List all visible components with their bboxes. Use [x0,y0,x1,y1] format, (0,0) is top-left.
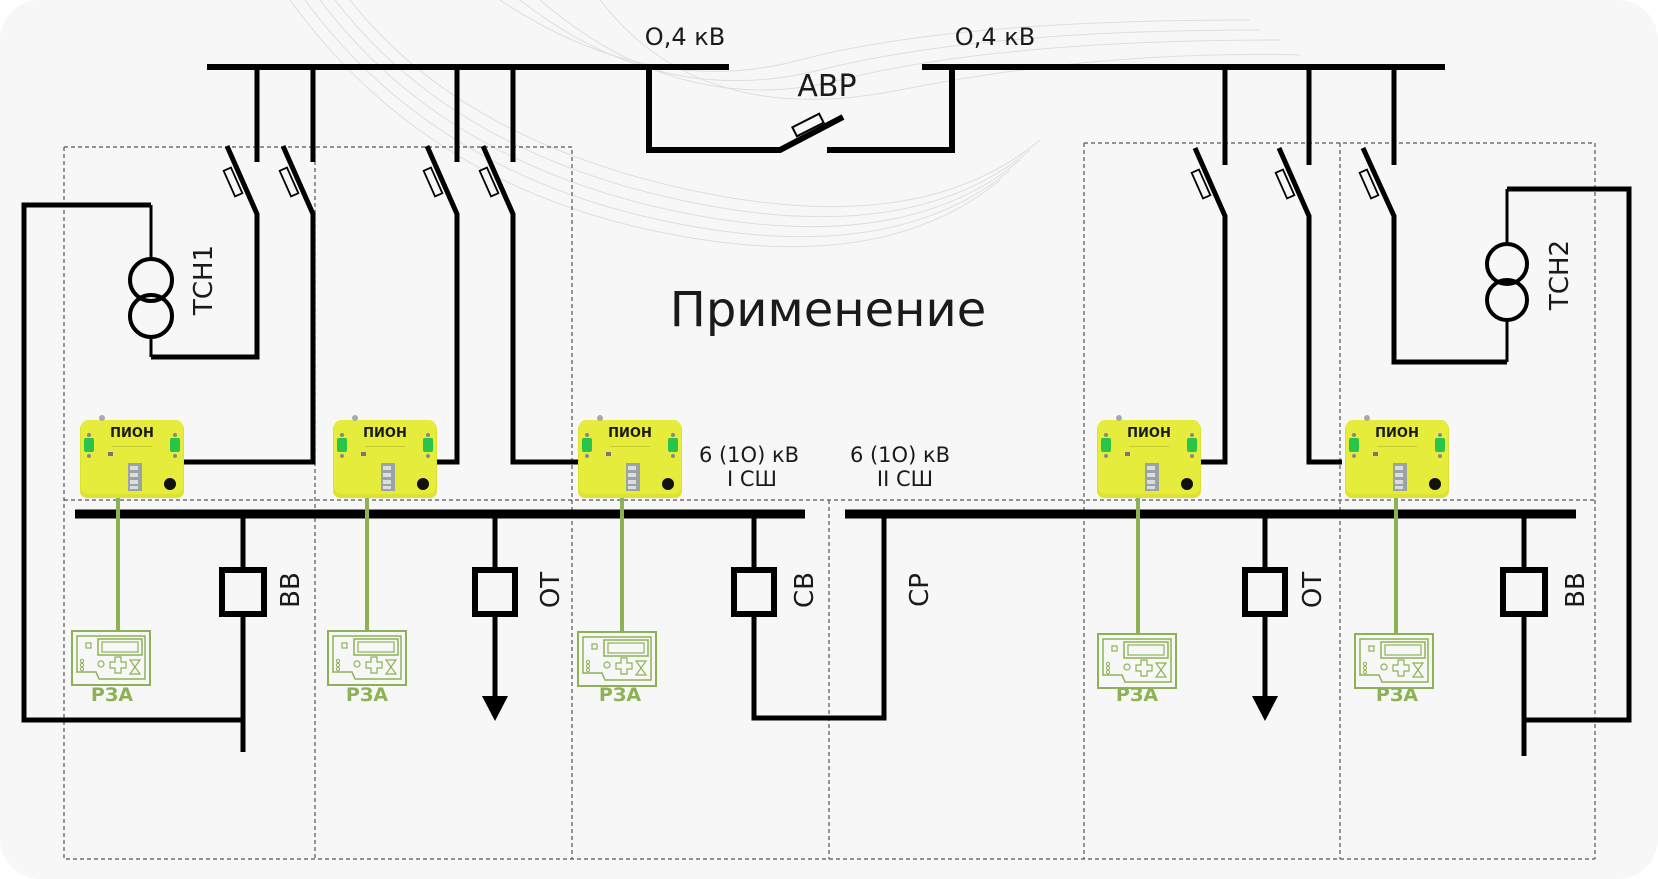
relay-device-2[interactable] [327,630,407,686]
ats-switch [646,67,955,153]
pion-label: ПИОН [110,426,154,441]
feeders [219,514,1548,756]
relay-label: РЗА [599,684,641,706]
feeder-label: ОТ [536,572,566,608]
relay-label: РЗА [91,684,133,706]
comm-lines [116,496,1398,634]
feeder-label: ВВ [1561,572,1591,608]
lv-bus-left-label: О,4 кВ [645,23,725,51]
pion-label: ПИОН [608,426,652,441]
lv-switches-left [151,67,578,465]
transformer-tch2 [1485,186,1632,723]
feeder-label: ВВ [276,572,306,608]
cell-boundaries [63,142,1596,860]
lv-switch-fuses-left [222,166,500,198]
mv-bus-right-voltage: 6 (1О) кВ [850,443,950,467]
mv-bus-left-voltage: 6 (1О) кВ [699,443,799,467]
pion-label: ПИОН [363,426,407,441]
transformer-tch2-label: ТСН2 [1545,240,1575,311]
relay-device-1[interactable] [71,630,151,686]
pion-label: ПИОН [1127,426,1171,441]
relay-device-5[interactable] [1354,633,1434,689]
lv-switches-right [1192,67,1507,465]
decorative-waves [289,0,1301,248]
load-arrow-icon [482,696,508,721]
relay-device-4[interactable] [1097,633,1177,689]
feeder-label: ОТ [1298,572,1328,608]
transformer-tch1-label: ТСН1 [189,245,219,316]
load-arrows [482,696,1278,721]
feeder-label: СВ [790,572,820,608]
load-arrow-icon [1252,696,1278,721]
transformer-tch1 [21,202,243,723]
relay-device-3[interactable] [577,631,657,687]
relay-label: РЗА [346,684,388,706]
relay-label: РЗА [1116,684,1158,706]
pion-label: ПИОН [1375,426,1419,441]
page-title: Применение [670,282,987,338]
mv-bus-left-section: I СШ [727,467,777,491]
mv-bus-right-section: II СШ [877,467,933,491]
relay-label: РЗА [1376,684,1418,706]
lv-bus-right-label: О,4 кВ [955,23,1035,51]
lv-switch-fuses-right [1190,168,1380,200]
feeder-label: СР [905,573,935,607]
ats-label: АВР [797,69,856,104]
